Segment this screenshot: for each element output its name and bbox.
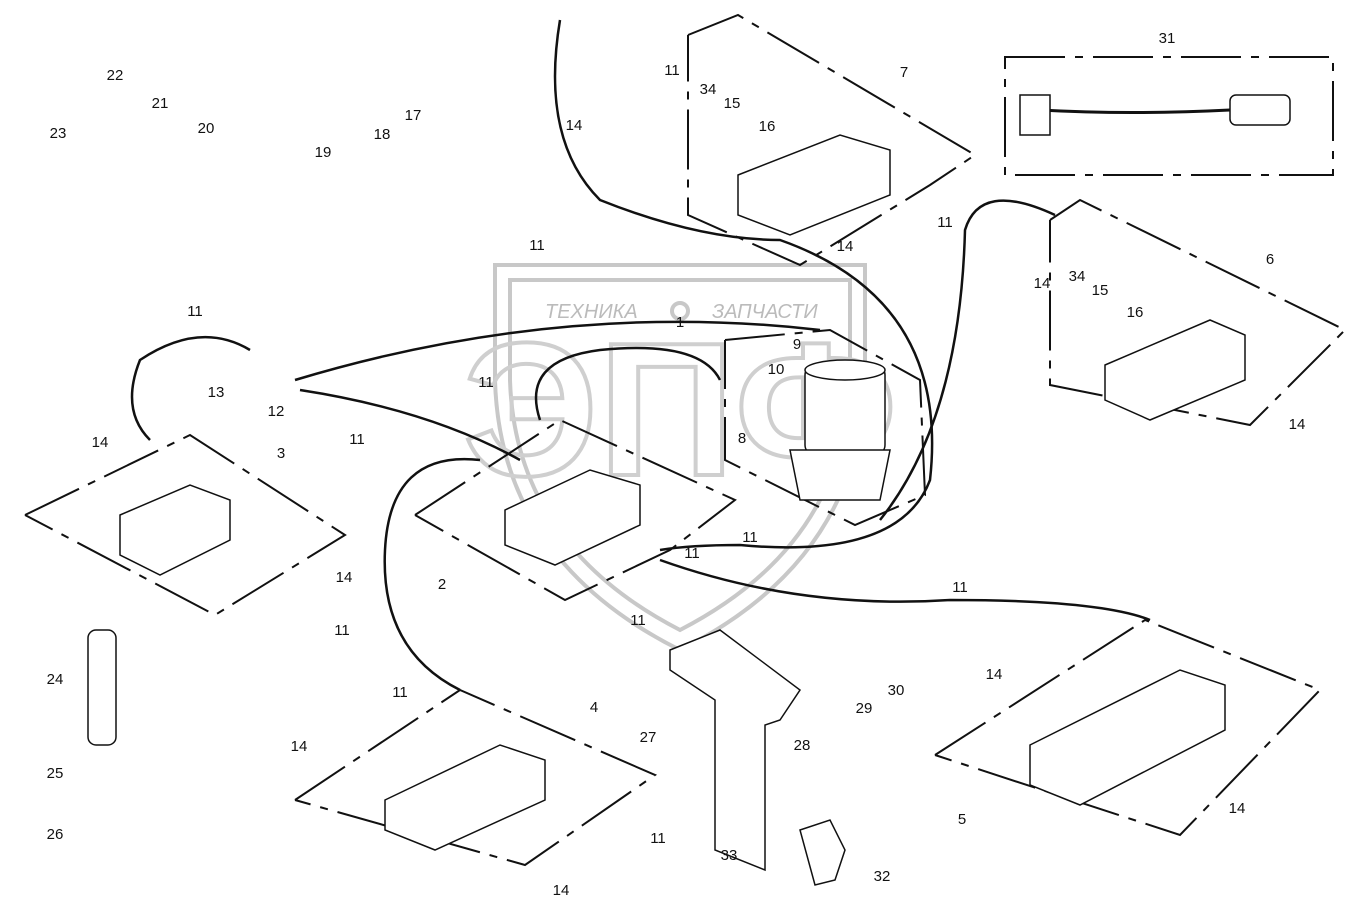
callout-label: 8	[738, 430, 746, 447]
callout-label: 11	[630, 612, 646, 629]
callout-label: 31	[1159, 30, 1176, 47]
callout-label: 16	[1127, 304, 1144, 321]
callout-label: 15	[724, 95, 741, 112]
callout-label: 23	[50, 125, 67, 142]
bracket	[669, 629, 802, 872]
callout-label: 14	[291, 738, 308, 755]
callout-label: 17	[405, 107, 422, 124]
callout-label: 30	[888, 682, 905, 699]
callout-label: 1	[676, 314, 684, 331]
callout-label: 28	[794, 737, 811, 754]
callout-label: 10	[768, 361, 785, 378]
callout-label: 15	[1092, 282, 1109, 299]
callout-label: 16	[759, 118, 776, 135]
distributor-block-4	[384, 744, 546, 851]
callout-label: 12	[268, 403, 285, 420]
callout-label: 11	[187, 303, 203, 320]
pump-cap	[804, 359, 886, 381]
watermark-left-text: ТЕХНИКА	[545, 301, 638, 323]
callout-label: 11	[349, 431, 365, 448]
callout-label: 14	[1229, 800, 1246, 817]
callout-label: 11	[952, 579, 968, 596]
callout-label: 11	[650, 830, 666, 847]
callout-label: 27	[640, 729, 657, 746]
callout-label: 26	[47, 826, 64, 843]
callout-label: 5	[958, 811, 966, 828]
callout-label: 22	[107, 67, 124, 84]
callout-label: 29	[856, 700, 873, 717]
callout-label: 6	[1266, 251, 1274, 268]
callout-label: 11	[478, 374, 494, 391]
callout-label: 11	[334, 622, 350, 639]
watermark-right-text: ЗАПЧАСТИ	[712, 301, 818, 323]
distributor-block-6	[1104, 319, 1246, 421]
distributor-block-5	[1029, 669, 1226, 806]
callout-label: 4	[590, 699, 598, 716]
clip	[799, 819, 846, 886]
callout-label: 14	[837, 238, 854, 255]
callout-label: 32	[874, 868, 891, 885]
callout-label: 14	[336, 569, 353, 586]
callout-label: 7	[900, 64, 908, 81]
callout-label: 9	[793, 336, 801, 353]
callout-label: 20	[198, 120, 215, 137]
grease-gun	[87, 629, 117, 746]
callout-label: 14	[553, 882, 570, 899]
callout-label: 14	[1289, 416, 1306, 433]
callout-label: 14	[566, 117, 583, 134]
callout-label: 34	[700, 81, 717, 98]
hoses	[130, 19, 1151, 692]
callout-label: 11	[392, 684, 408, 701]
connector-socket	[1229, 94, 1291, 126]
callout-label: 25	[47, 765, 64, 782]
callout-label: 3	[277, 445, 285, 462]
callout-label: 33	[721, 847, 738, 864]
callout-label: 11	[529, 237, 545, 254]
callout-label: 11	[684, 545, 700, 562]
callout-label: 19	[315, 144, 332, 161]
callout-label: 11	[742, 529, 758, 546]
callout-label: 14	[92, 434, 109, 451]
callout-label: 18	[374, 126, 391, 143]
callout-label: 2	[438, 576, 446, 593]
distributor-block-2	[504, 469, 641, 566]
callout-label: 11	[937, 214, 953, 231]
distributor-block-7	[737, 134, 891, 236]
callout-label: 34	[1069, 268, 1086, 285]
callout-label: 14	[1034, 275, 1051, 292]
callout-label: 13	[208, 384, 225, 401]
pump-base	[789, 449, 891, 501]
connector-plug	[1019, 94, 1051, 136]
gear-icon	[670, 301, 690, 321]
parts	[87, 94, 1291, 886]
distributor-block-3	[119, 484, 231, 576]
callout-label: 14	[986, 666, 1003, 683]
callout-label: 24	[47, 671, 64, 688]
callout-label: 11	[664, 62, 680, 79]
callout-label: 21	[152, 95, 169, 112]
